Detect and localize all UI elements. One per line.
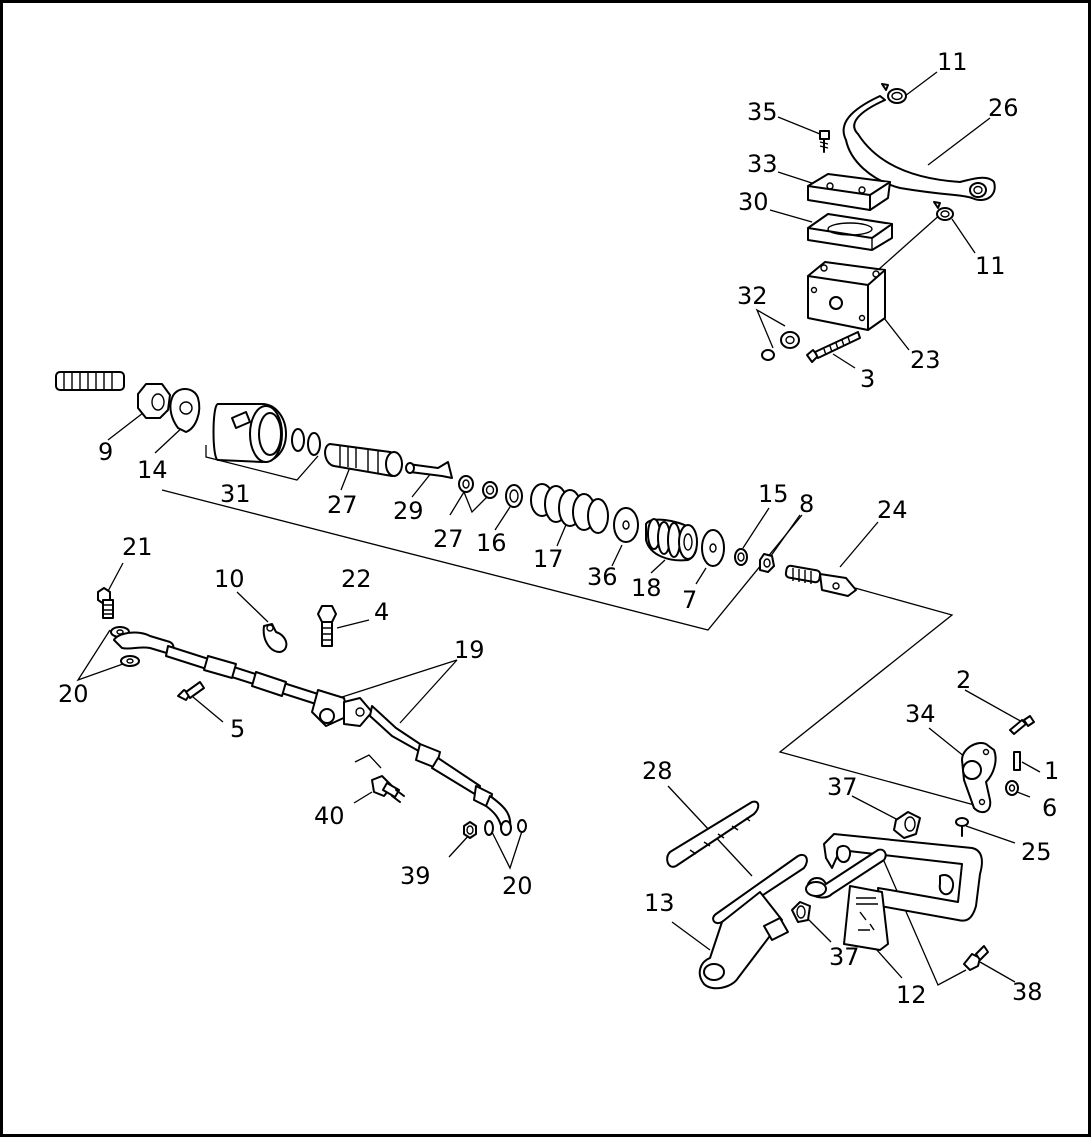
label-39: 39 [400, 862, 431, 890]
clamp-upper-11 [881, 83, 907, 104]
label-36: 36 [587, 563, 618, 591]
pushrod-threaded [55, 371, 125, 391]
label-7: 7 [682, 586, 697, 614]
label-10: 10 [214, 565, 245, 593]
label-28: 28 [642, 757, 673, 785]
label-5: 5 [230, 715, 245, 743]
nut-39 [463, 821, 477, 839]
label-4: 4 [374, 598, 389, 626]
bolt-4 [317, 605, 337, 647]
label-30: 30 [738, 188, 769, 216]
label-15: 15 [758, 480, 789, 508]
label-35: 35 [747, 98, 778, 126]
label-17: 17 [533, 545, 564, 573]
label-11-upper: 11 [937, 48, 968, 76]
washer-6 [1005, 780, 1019, 796]
label-16: 16 [476, 529, 507, 557]
label-20-right: 20 [502, 872, 533, 900]
bushing-37-upper [893, 811, 921, 839]
washer-36 [613, 507, 639, 543]
label-32: 32 [737, 282, 768, 310]
seal-rings-31 [291, 428, 321, 456]
label-12: 12 [896, 981, 927, 1009]
label-20-left: 20 [58, 680, 89, 708]
label-9: 9 [98, 438, 113, 466]
rings-27-16 [458, 475, 523, 508]
label-2: 2 [956, 666, 971, 694]
label-33: 33 [747, 150, 778, 178]
pushrod-29 [405, 461, 453, 479]
screw-5 [177, 681, 205, 701]
cylinder-body-31 [212, 403, 287, 463]
clamp-lower-11 [933, 201, 954, 221]
hose-26 [842, 95, 996, 201]
label-29: 29 [393, 497, 424, 525]
gasket-30 [807, 213, 893, 251]
bushing-37-lower [791, 901, 811, 923]
leader-lines [76, 71, 1041, 986]
lever-34 [961, 742, 997, 814]
label-1: 1 [1044, 757, 1059, 785]
fitting-32 [761, 331, 800, 361]
label-37-upper: 37 [827, 773, 858, 801]
label-6: 6 [1042, 794, 1057, 822]
label-25: 25 [1021, 838, 1052, 866]
label-27-b: 27 [433, 525, 464, 553]
bolt-3 [806, 331, 861, 363]
pedal-arm-13 [698, 854, 808, 990]
nut-15 [734, 548, 748, 566]
label-27-a: 27 [327, 491, 358, 519]
label-18: 18 [631, 574, 662, 602]
boot-18 [645, 518, 698, 562]
label-31: 31 [220, 480, 251, 508]
label-38: 38 [1012, 978, 1043, 1006]
label-34: 34 [905, 700, 936, 728]
brake-line-19 [113, 631, 512, 831]
label-23: 23 [910, 346, 941, 374]
label-19: 19 [454, 636, 485, 664]
reservoir-body-23 [807, 261, 886, 331]
label-37-lower: 37 [829, 943, 860, 971]
screw-35 [819, 130, 830, 153]
label-8: 8 [799, 490, 814, 518]
pin-25 [955, 817, 969, 837]
pedal-shaft-38 [805, 848, 989, 971]
clip-10 [262, 623, 288, 653]
label-11-lower: 11 [975, 252, 1006, 280]
label-40: 40 [314, 802, 345, 830]
label-3: 3 [860, 365, 875, 393]
washers-20-right [484, 819, 527, 836]
lockwasher-14 [169, 388, 201, 433]
washer-7 [701, 529, 725, 567]
spring-17 [530, 483, 609, 534]
nut-8 [759, 553, 775, 573]
label-13: 13 [644, 889, 675, 917]
label-21: 21 [122, 533, 153, 561]
label-14: 14 [137, 456, 168, 484]
cover-33 [807, 173, 891, 211]
bracket-12 [823, 833, 983, 951]
clevis-24 [784, 564, 857, 597]
piston-27 [324, 443, 403, 477]
banjo-bolt-21 [97, 587, 114, 619]
screw-2 [1009, 715, 1035, 735]
label-24: 24 [877, 496, 908, 524]
switch-40 [371, 775, 405, 803]
pedal-pad-28 [666, 800, 760, 868]
pin-1 [1013, 751, 1021, 771]
part-number-labels: 11 26 35 33 30 11 32 23 3 9 14 31 27 29 … [58, 48, 1059, 1009]
nut-9 [137, 383, 171, 419]
label-22: 22 [341, 565, 372, 593]
label-26: 26 [988, 94, 1019, 122]
